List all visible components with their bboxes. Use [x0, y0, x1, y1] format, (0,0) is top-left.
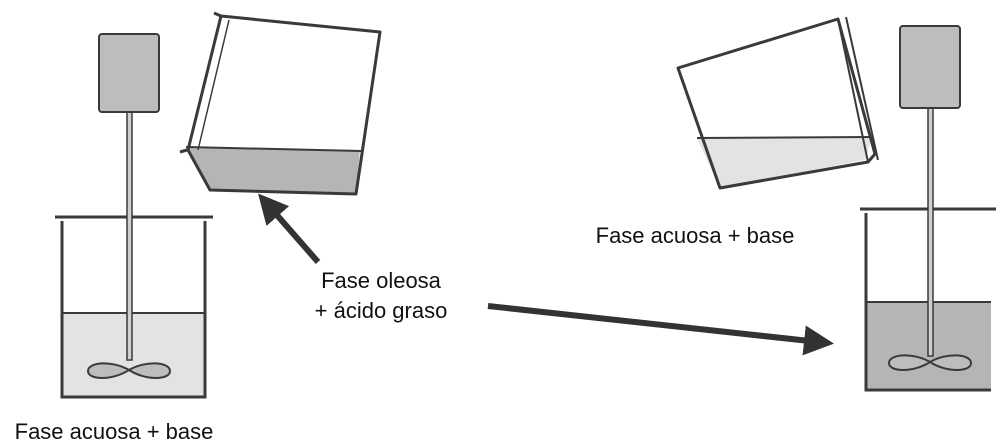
pouring-beaker-aqueous	[676, 16, 879, 190]
label-center-line2: + ácido graso	[315, 298, 448, 323]
right-stirrer-motor	[899, 25, 961, 109]
pouring-beaker-oil	[179, 11, 382, 196]
label-left-bottom: Fase acuosa + base	[15, 419, 214, 444]
tilted-beaker-aqueous	[676, 17, 877, 190]
left-stirrer-motor	[98, 33, 160, 113]
left-beaker-liquid	[62, 313, 205, 397]
left-impeller	[86, 362, 172, 379]
right-beaker	[864, 213, 991, 392]
label-center-line1: Fase oleosa	[321, 268, 442, 293]
arrow-to-pouring-beaker	[258, 193, 321, 264]
arrow-to-right-beaker	[487, 303, 834, 356]
label-right-mid: Fase acuosa + base	[596, 223, 795, 248]
tilted-beaker-oil	[186, 14, 382, 196]
right-stirrer-shaft	[927, 107, 934, 357]
right-stirrer-setup	[860, 25, 996, 392]
right-impeller	[887, 354, 973, 371]
left-stirrer-shaft	[126, 109, 133, 361]
left-beaker	[60, 221, 207, 399]
left-stirrer-setup	[55, 33, 213, 399]
